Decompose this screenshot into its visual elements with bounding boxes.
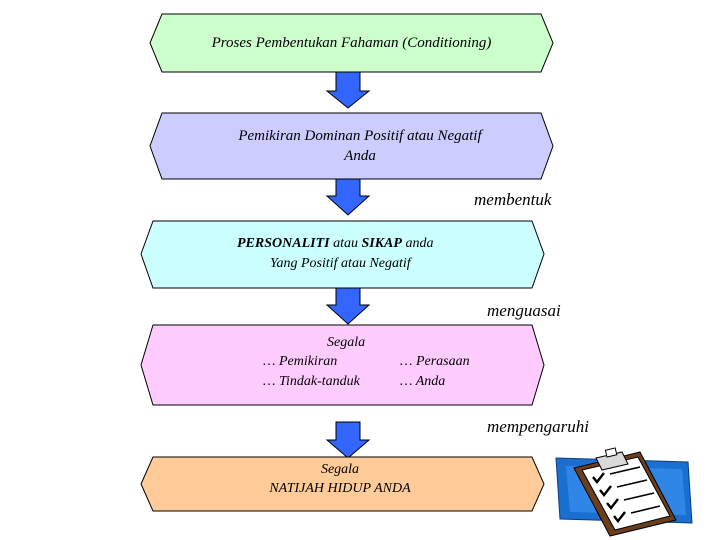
step3-bold-personaliti: PERSONALITI: [237, 236, 330, 251]
step4-box: [140, 324, 545, 406]
step4-item-anda: … Anda: [400, 374, 446, 389]
step5-label-line1: Segala: [320, 462, 360, 477]
step3-tail-text: anda: [401, 236, 434, 251]
step2-label-line2: Anda: [344, 148, 376, 164]
connector-label-membentuk: membentuk: [474, 190, 552, 209]
down-arrow-4: [325, 421, 371, 459]
down-arrow-3: [325, 287, 371, 325]
step4-item-tindak-tanduk: … Tindak-tanduk: [263, 374, 360, 389]
clipboard-checklist-icon: [555, 447, 693, 537]
step3-box: [140, 220, 545, 289]
step2-box: [149, 112, 554, 180]
step4-title: Segala: [327, 335, 366, 350]
step3-label-line1: PERSONALITI atau SIKAP anda: [237, 235, 433, 253]
step4-item-perasaan: … Perasaan: [400, 354, 470, 369]
step4-item-pemikiran: … Pemikiran: [263, 354, 338, 369]
step5-box: [140, 456, 545, 512]
connector-label-menguasai: menguasai: [487, 301, 561, 320]
connector-label-mempengaruhi: mempengaruhi: [487, 417, 589, 436]
step1-box: [149, 13, 554, 73]
step1-label: Proses Pembentukan Fahaman (Conditioning…: [211, 35, 492, 51]
step3-bold-sikap: SIKAP: [361, 236, 402, 251]
step3-mid-text: atau: [329, 236, 362, 251]
down-arrow-1: [325, 71, 371, 109]
down-arrow-2: [325, 178, 371, 216]
step2-label-line1: Pemikiran Dominan Positif atau Negatif: [238, 128, 482, 144]
step5-label-line2: NATIJAH HIDUP ANDA: [269, 481, 411, 496]
step3-label-line2: Yang Positif atau Negatif: [270, 256, 411, 271]
